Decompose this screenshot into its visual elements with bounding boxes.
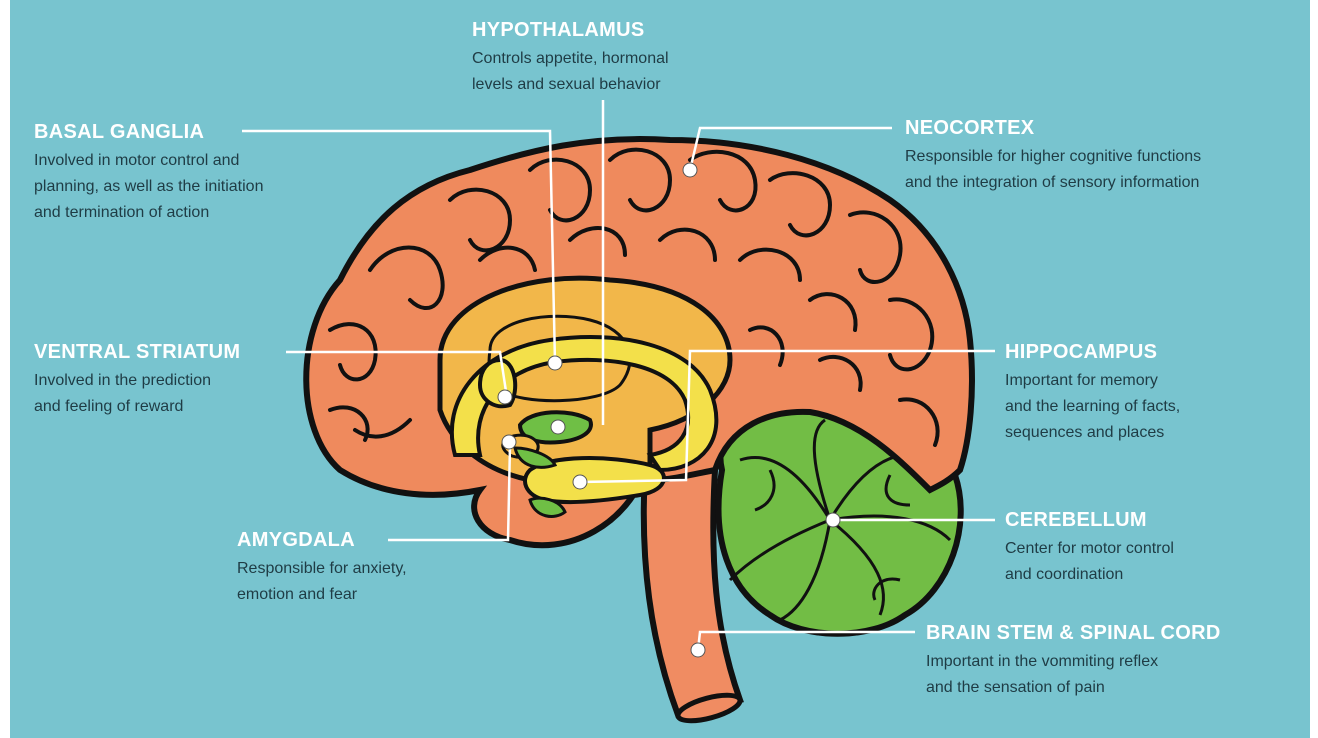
limbic-green-lower [528, 496, 567, 518]
dot-basal-ganglia [547, 355, 563, 371]
neocortex-title: NEOCORTEX [905, 117, 1035, 139]
label-cerebellum: CEREBELLUM Center for motor control and … [1005, 508, 1305, 588]
leader-dots [497, 162, 841, 658]
basal-ganglia-desc-3: and termination of action [34, 204, 210, 221]
label-brain-stem: BRAIN STEM & SPINAL CORD Important in th… [926, 621, 1306, 701]
leader-lines [242, 100, 995, 651]
dot-brain-stem [690, 642, 706, 658]
dot-cerebellum [825, 512, 841, 528]
dot-hypothalamus [550, 419, 566, 435]
amygdala-desc-2: emotion and fear [237, 586, 358, 603]
spinal-cord-end [675, 692, 743, 724]
dot-neocortex [682, 162, 698, 178]
hypothalamus-desc-1: Controls appetite, hormonal [472, 50, 669, 67]
basal-ganglia-desc-1: Involved in motor control and [34, 152, 240, 169]
cerebellum-desc-1: Center for motor control [1005, 540, 1174, 557]
brain-stem-title: BRAIN STEM & SPINAL CORD [926, 622, 1221, 644]
ventral-striatum-desc-2: and feeling of reward [34, 398, 184, 415]
brain-stem-desc-2: and the sensation of pain [926, 679, 1105, 696]
label-amygdala: AMYGDALA Responsible for anxiety, emotio… [237, 528, 537, 608]
hippocampus-desc-1: Important for memory [1005, 372, 1158, 389]
amygdala-title: AMYGDALA [237, 529, 355, 551]
diagram-canvas: HYPOTHALAMUS Controls appetite, hormonal… [10, 0, 1310, 738]
hippocampus-title: HIPPOCAMPUS [1005, 341, 1158, 363]
label-basal-ganglia: BASAL GANGLIA Involved in motor control … [34, 120, 354, 226]
brain-illustration [242, 100, 995, 724]
dot-ventral-striatum [497, 389, 513, 405]
hippocampus-desc-3: sequences and places [1005, 424, 1165, 441]
ventral-striatum-desc-1: Involved in the prediction [34, 372, 211, 389]
leader-basal-ganglia [242, 129, 557, 364]
ventral-striatum-title: VENTRAL STRIATUM [34, 341, 241, 363]
leader-brain-stem [696, 630, 915, 651]
hypothalamus-desc-2: levels and sexual behavior [472, 76, 661, 93]
leader-ventral-striatum [286, 350, 509, 399]
label-hypothalamus: HYPOTHALAMUS Controls appetite, hormonal… [472, 18, 772, 98]
basal-ganglia-desc-2: planning, as well as the initiation [34, 178, 264, 195]
label-neocortex: NEOCORTEX Responsible for higher cogniti… [905, 116, 1305, 196]
label-hippocampus: HIPPOCAMPUS Important for memory and the… [1005, 340, 1305, 446]
cerebellum-title: CEREBELLUM [1005, 509, 1147, 531]
leader-amygdala [388, 444, 512, 542]
neocortex-desc-1: Responsible for higher cognitive functio… [905, 148, 1202, 165]
leader-hippocampus [579, 349, 995, 484]
dot-amygdala [501, 434, 517, 450]
dot-hippocampus [572, 474, 588, 490]
basal-ganglia-title: BASAL GANGLIA [34, 121, 205, 143]
label-ventral-striatum: VENTRAL STRIATUM Involved in the predict… [34, 340, 334, 420]
leader-neocortex [688, 126, 892, 171]
neocortex-desc-2: and the integration of sensory informati… [905, 174, 1200, 191]
hippocampus-desc-2: and the learning of facts, [1005, 398, 1181, 415]
brain-stem-desc-1: Important in the vommiting reflex [926, 653, 1159, 670]
cerebellum-desc-2: and coordination [1005, 566, 1124, 583]
hypothalamus-title: HYPOTHALAMUS [472, 19, 645, 41]
amygdala-desc-1: Responsible for anxiety, [237, 560, 407, 577]
limbic-green-mid [513, 446, 558, 469]
